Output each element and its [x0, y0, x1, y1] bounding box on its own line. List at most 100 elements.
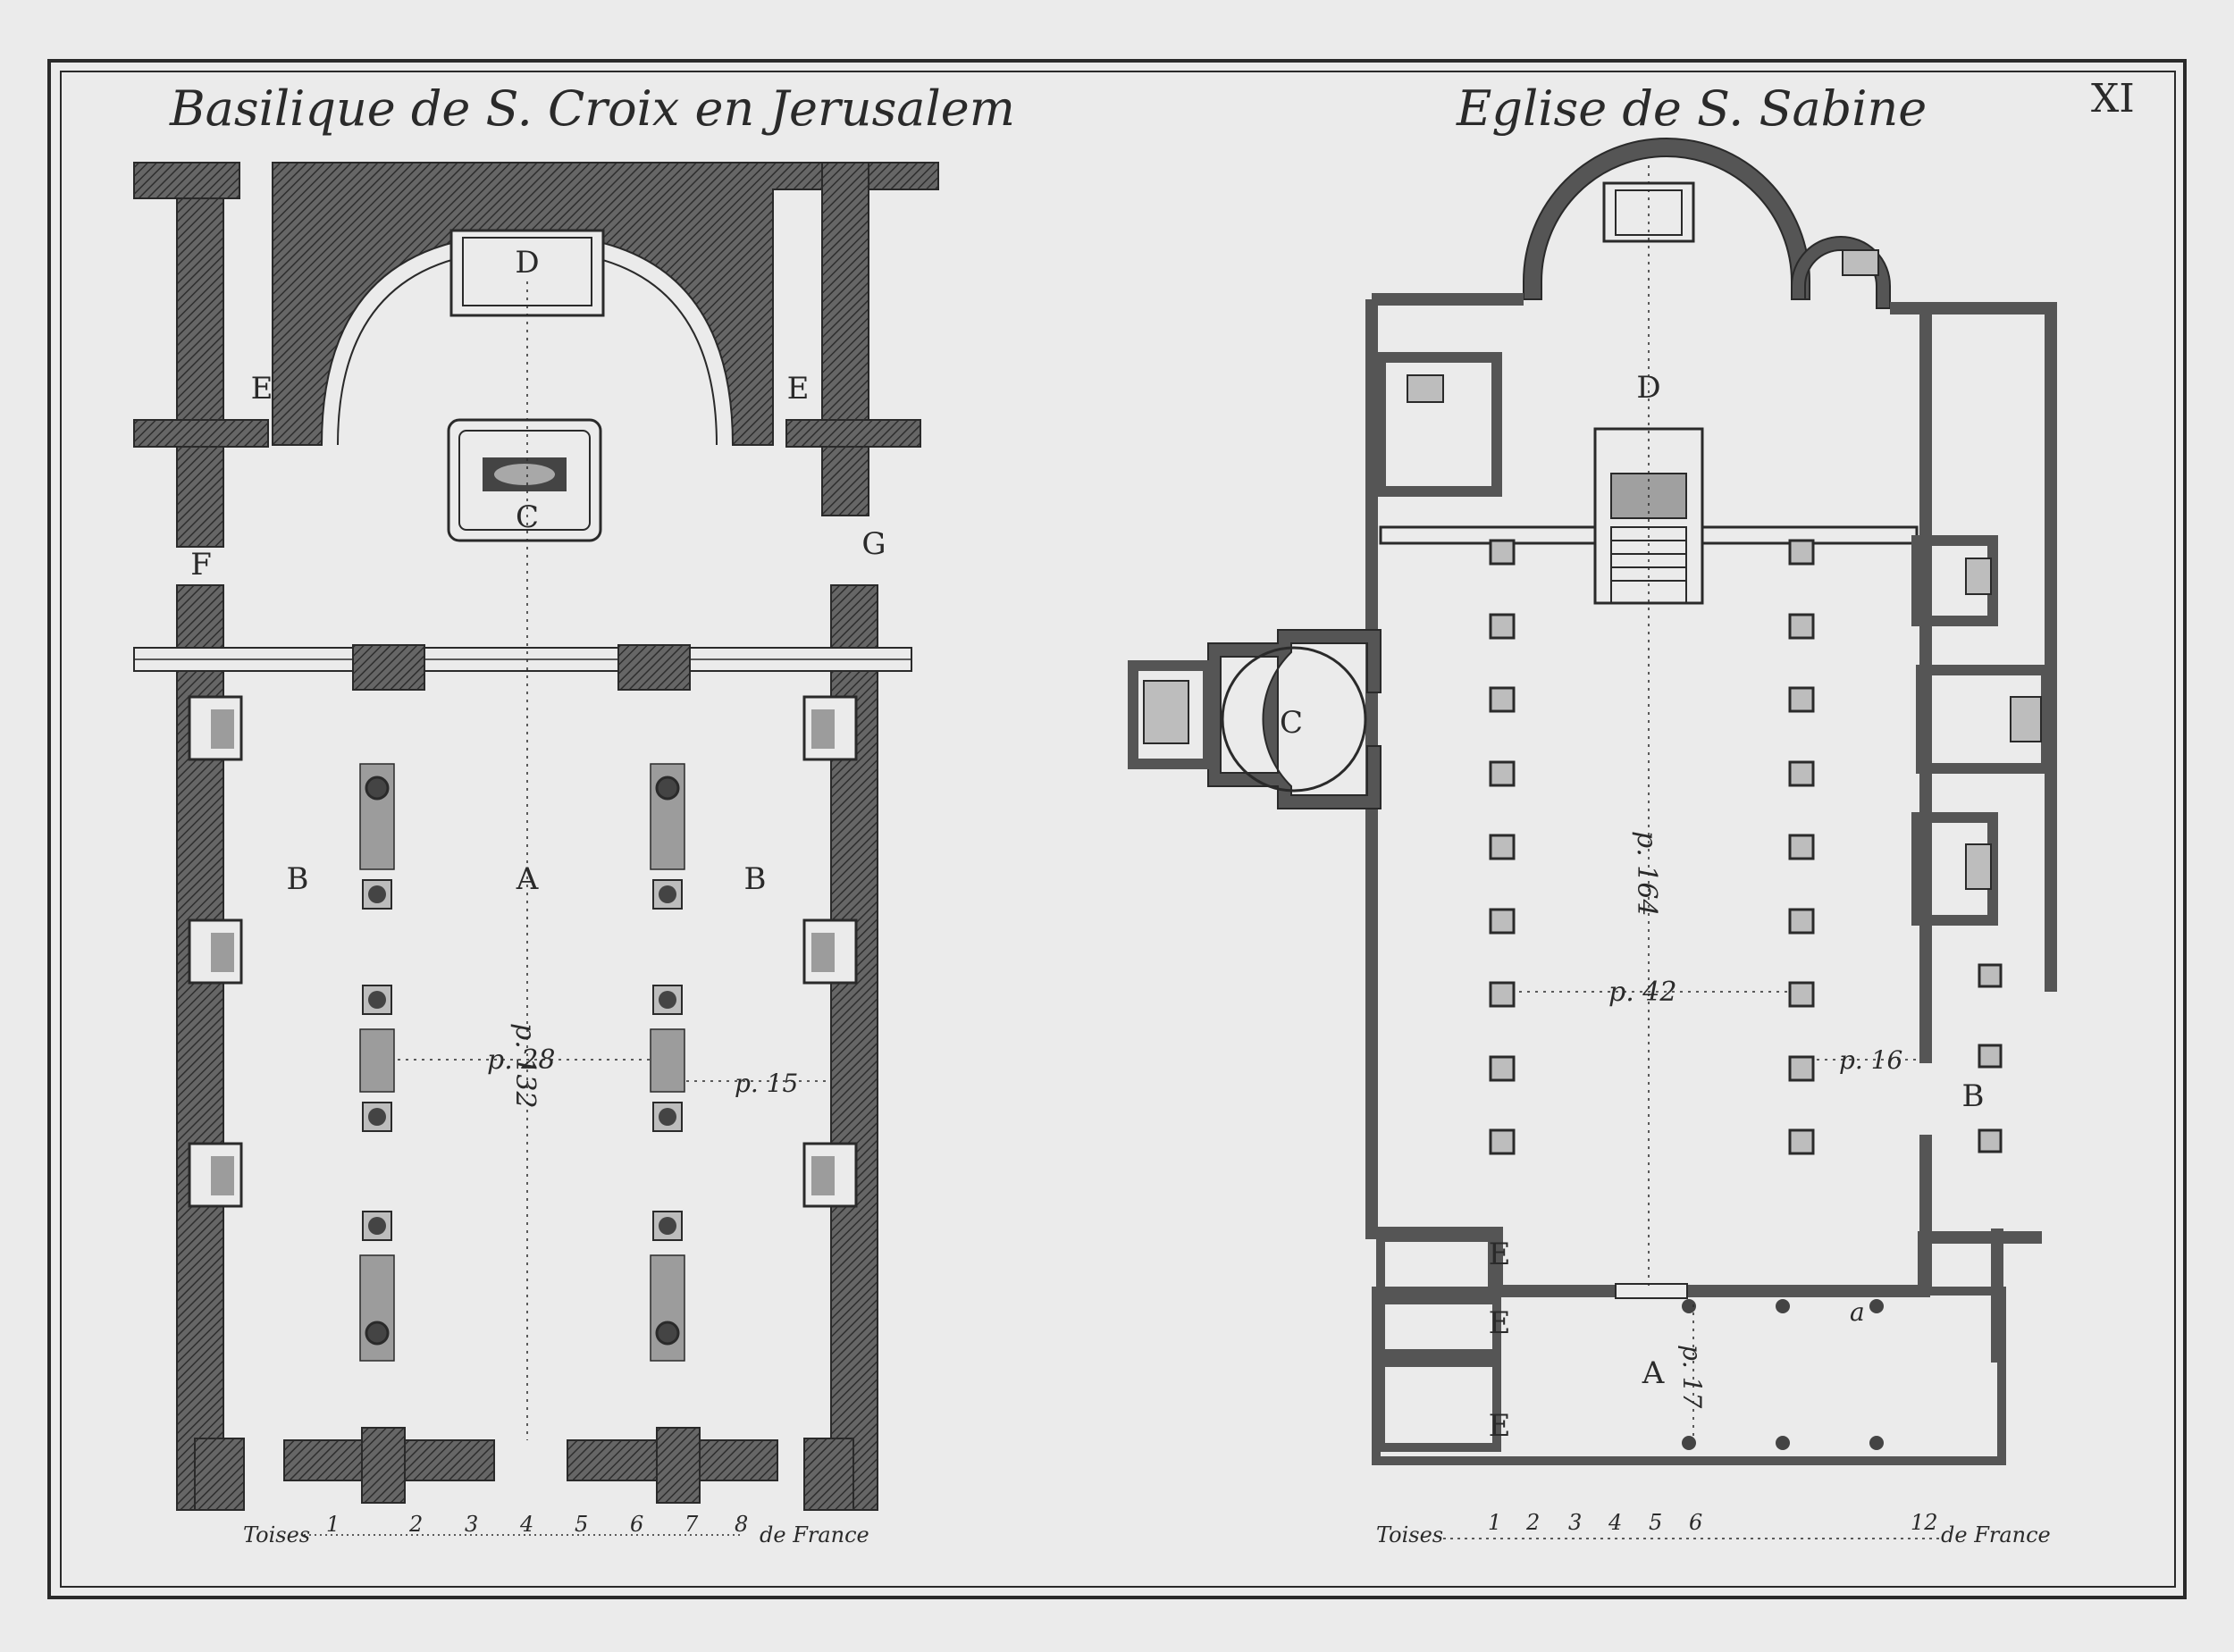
column-base-l5 — [362, 1102, 392, 1132]
plate-frame-outer — [47, 59, 2187, 1599]
scale-tick-right-1: 1 — [1488, 1510, 1501, 1535]
narthex-column-3 — [1869, 1299, 1884, 1313]
narthex-column-5 — [1776, 1436, 1790, 1450]
scale-unit-right: Toises — [1376, 1522, 1443, 1547]
label-e-left: E — [251, 371, 273, 407]
column-l6 — [368, 1217, 386, 1235]
pillar-block-l4 — [359, 1028, 395, 1093]
transverse-pier-right — [617, 644, 691, 691]
scale-tick-left-5: 5 — [575, 1512, 588, 1537]
nave-columns-right — [1489, 539, 2003, 1155]
dim-aisle-right: p. 16 — [1839, 1045, 1902, 1075]
scale-bar-right: Toises 1 2 3 4 5 6 12 de France — [1376, 1510, 2051, 1547]
label-g-left: G — [861, 526, 886, 562]
stair-room-e3 — [1376, 1358, 1501, 1452]
transverse-pier-left — [352, 644, 425, 691]
label-a-small-right: a — [1850, 1297, 1865, 1327]
niche-right-2-fill — [811, 933, 835, 972]
label-f-left: F — [190, 547, 212, 583]
scale-tick-right-3: 3 — [1568, 1510, 1582, 1535]
apse-wall-right — [1523, 138, 1810, 300]
left-plan-santa-croce: Basilique de S. Croix en Jerusalem — [133, 80, 1015, 1547]
label-c-left: C — [516, 499, 539, 535]
scale-tick-right-12: 12 — [1911, 1510, 1938, 1535]
chapel-c-rotunda — [1221, 646, 1367, 792]
label-d-right: D — [1636, 370, 1660, 406]
wall-e-left-pier — [133, 419, 269, 448]
side-chapel-2-altar — [2010, 696, 2042, 742]
column-left-row-1 — [1489, 539, 1516, 566]
entrance-pier-left — [361, 1427, 406, 1504]
column-left-row-8 — [1489, 1055, 1516, 1082]
scale-tick-left-2: 2 — [408, 1512, 423, 1537]
column-left-row-5 — [1489, 834, 1516, 860]
scale-tick-left-3: 3 — [465, 1512, 478, 1537]
stair-room-e2 — [1376, 1296, 1501, 1358]
niche-right-1-fill — [811, 709, 835, 749]
wall-e-left — [176, 162, 224, 548]
apse-altar-right-inner — [1615, 189, 1683, 236]
label-b-right: B — [744, 861, 767, 897]
dim-length-right: p. 164 — [1631, 831, 1662, 917]
label-a-right: A — [1642, 1355, 1665, 1391]
outer-wall-right — [1365, 293, 2057, 1363]
label-a-left: A — [516, 861, 539, 897]
pillar-block-r4 — [650, 1028, 685, 1093]
label-e1-right: E — [1489, 1237, 1511, 1272]
column-base-r3 — [652, 985, 683, 1015]
niche-right-3-fill — [811, 1156, 835, 1195]
side-chapel-3-altar — [1965, 843, 1992, 890]
wall-top-left — [133, 162, 240, 199]
narthex-wall — [1372, 1287, 2006, 1465]
entrance-pier-right — [656, 1427, 701, 1504]
label-e3-right: E — [1489, 1408, 1511, 1444]
column-left-row-6 — [1489, 908, 1516, 935]
narthex-column-4 — [1682, 1436, 1696, 1450]
dim-length-left: p. 132 — [509, 1023, 541, 1109]
narthex-door — [1615, 1283, 1688, 1299]
side-chapel-1 — [1911, 535, 1998, 626]
label-b-right: B — [1962, 1078, 1985, 1114]
niche-left-2-fill — [211, 933, 234, 972]
label-d-left: D — [515, 245, 539, 281]
label-e-right: E — [787, 371, 810, 407]
column-r2 — [659, 885, 676, 903]
column-right-row-4 — [1788, 760, 1815, 787]
wall-e-right — [821, 162, 869, 516]
column-left-row-7 — [1489, 981, 1516, 1008]
column-r3 — [659, 991, 676, 1009]
sacristy-altar — [1407, 374, 1444, 403]
column-l3 — [368, 991, 386, 1009]
column-right-row-3 — [1788, 686, 1815, 713]
altar-c-inner — [458, 430, 591, 531]
column-right-row-1 — [1788, 539, 1815, 566]
label-e2-right: E — [1489, 1305, 1511, 1341]
sacristy-room — [1375, 352, 1502, 497]
label-c-right: C — [1280, 705, 1303, 741]
scale-tick-right-5: 5 — [1649, 1510, 1662, 1535]
left-plan-title: Basilique de S. Croix en Jerusalem — [169, 80, 1015, 137]
column-right-row-6 — [1788, 908, 1815, 935]
column-left-row-2 — [1489, 613, 1516, 640]
column-right-row-9 — [1788, 1128, 1815, 1155]
small-apse-altar — [1842, 249, 1879, 276]
niche-left-1-fill — [211, 709, 234, 749]
scale-tick-left-6: 6 — [630, 1512, 643, 1537]
column-base-l3 — [362, 985, 392, 1015]
scale-unit-left: Toises — [243, 1522, 310, 1547]
dim-aisle-left: p. 15 — [735, 1069, 798, 1098]
column-right-row-2 — [1788, 613, 1815, 640]
side-chapel-1-altar — [1965, 558, 1992, 595]
column-left-row-3 — [1489, 686, 1516, 713]
column-left-row-9 — [1489, 1128, 1516, 1155]
column-outer-2 — [1978, 1044, 2003, 1069]
altar-c-outer — [447, 418, 602, 542]
column-l1 — [365, 776, 390, 801]
label-b-left: B — [287, 861, 309, 897]
wall-e-right-pier — [785, 419, 921, 448]
chapel-c-apse — [1128, 660, 1214, 769]
column-outer-3 — [1978, 1128, 2003, 1153]
dim-width-right: p. 42 — [1608, 977, 1676, 1008]
scale-tick-left-1: 1 — [326, 1512, 340, 1537]
